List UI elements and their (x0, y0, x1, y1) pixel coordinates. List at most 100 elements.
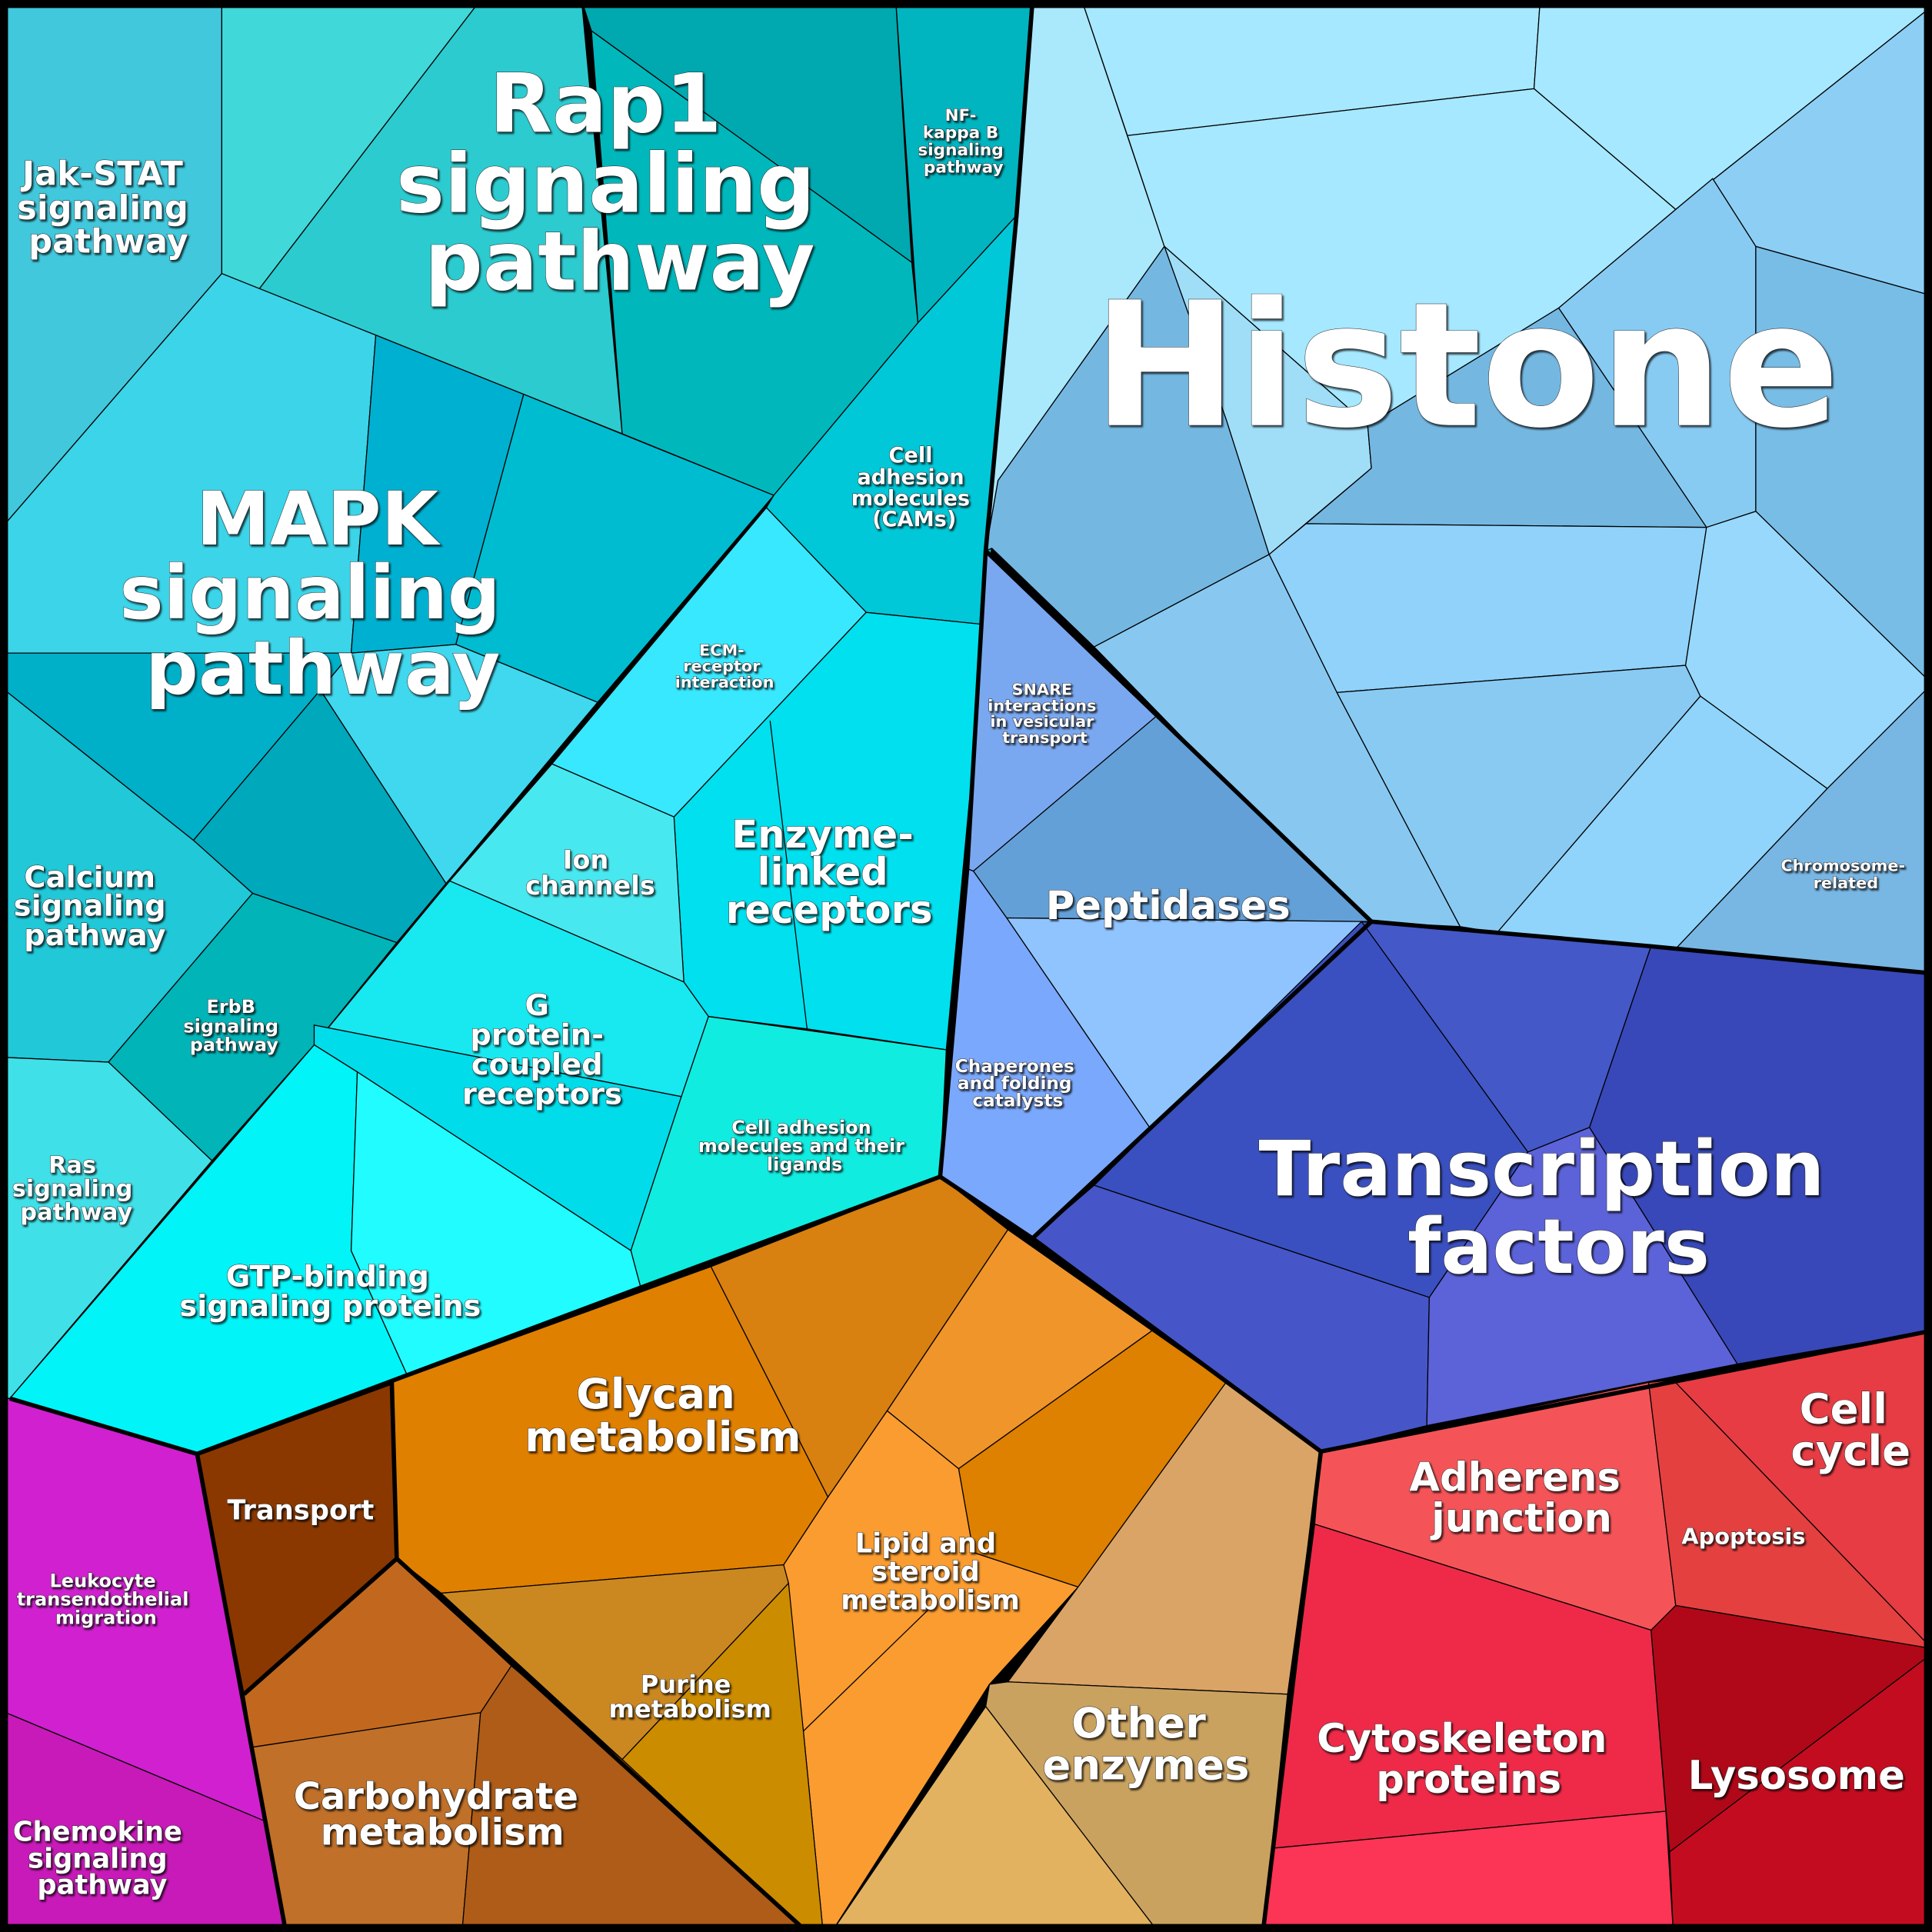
cell-lysosome-b[interactable] (1669, 1653, 1932, 1932)
label-line: Ras (48, 1152, 96, 1179)
label-line: Chaperones (955, 1056, 1074, 1077)
cell-apoptosis[interactable] (1647, 1379, 1932, 1650)
label-ecm: ECM- receptor interaction (675, 641, 774, 691)
label-ras: Ras signaling pathway (12, 1152, 141, 1226)
label-line: Jak-STAT (20, 155, 183, 193)
label-line: Ion (563, 844, 609, 874)
group-signaling (0, 0, 1034, 1455)
label-line: signaling (183, 1016, 278, 1038)
label-rap1: Rap1 signaling pathway (396, 56, 844, 308)
cell-ras[interactable] (0, 1056, 213, 1399)
label-line: enzymes (1042, 1740, 1249, 1789)
label-histone: Histone (1093, 265, 1840, 466)
label-line: steroid (871, 1556, 980, 1587)
label-line: channels (525, 871, 655, 901)
label-line: pathway (145, 625, 500, 711)
label-line: ECM- (699, 641, 744, 659)
label-chromosome: Chromosome- related (1780, 857, 1910, 892)
cell-carbohydrate-c[interactable] (461, 1665, 808, 1932)
label-line: GTP-binding (226, 1260, 429, 1294)
label-line: Adherens (1409, 1454, 1621, 1501)
label-line: Purine (641, 1670, 731, 1699)
label-purine: Purine metabolism (608, 1670, 771, 1724)
cell-histone-g[interactable] (1755, 245, 1932, 685)
label-line: pathway (24, 918, 166, 953)
cell-mapk-f[interactable] (319, 644, 599, 884)
label-line: signaling (119, 550, 500, 636)
label-line: Lipid and (855, 1528, 996, 1560)
group-protein-processing (939, 549, 1373, 1239)
label-cytoskeleton: Cytoskeleton proteins (1317, 1716, 1621, 1803)
label-apoptosis: Apoptosis (1681, 1523, 1805, 1549)
label-line: factors (1407, 1203, 1710, 1291)
cell-divider (769, 721, 808, 1029)
label-line: proteins (1376, 1757, 1561, 1803)
label-line: signaling (918, 141, 1003, 160)
label-line: Chromosome- (1780, 857, 1905, 875)
label-line: signaling (28, 1844, 168, 1875)
label-line: receptors (726, 888, 933, 932)
label-line: Carbohydrate (294, 1775, 578, 1818)
cell-tf-e[interactable] (1426, 1127, 1738, 1427)
cell-other-enzymes-c[interactable] (831, 1705, 1159, 1932)
label-line: Calcium (24, 860, 155, 894)
label-line: signaling proteins (179, 1289, 481, 1324)
label-line: kappa B (923, 123, 998, 142)
cell-chemokine[interactable] (0, 1709, 287, 1932)
label-line: pathway (190, 1034, 279, 1056)
label-line: metabolism (841, 1584, 1020, 1616)
label-line: cycle (1790, 1426, 1910, 1475)
label-chaperones: Chaperones and folding catalysts (955, 1056, 1081, 1111)
label-jak-stat: Jak-STAT signaling pathway (17, 155, 200, 261)
label-line: signaling (14, 888, 166, 923)
label-line: linked (757, 849, 888, 894)
label-line: Transcription (1258, 1125, 1824, 1214)
label-line: interactions (988, 696, 1096, 715)
cell-histone-k[interactable] (1268, 523, 1707, 694)
label-line: signaling (12, 1176, 133, 1203)
label-glycan: Glycan metabolism (525, 1369, 801, 1461)
cell-other-enzymes-b[interactable] (984, 1681, 1288, 1932)
cell-lysosome[interactable] (1651, 1604, 1932, 1854)
label-line: MAPK (196, 476, 441, 562)
label-line: Glycan (576, 1369, 735, 1418)
group-cellular (1262, 1330, 1932, 1932)
label-line: signaling (17, 189, 188, 228)
label-gpcr: G protein- coupled receptors (462, 988, 622, 1111)
label-line: protein- (470, 1018, 604, 1053)
label-nfkb: NF- kappa B signaling pathway (918, 106, 1009, 177)
label-other-enzymes: Other enzymes (1042, 1698, 1249, 1789)
label-line: junction (1430, 1495, 1612, 1541)
label-line: receptors (462, 1077, 622, 1111)
label-ion-channels: Ion channels (525, 844, 655, 901)
label-line: catalysts (972, 1091, 1063, 1111)
group-transcription (1031, 921, 1932, 1452)
label-enzyme-linked: Enzyme- linked receptors (726, 812, 933, 932)
label-carbohydrate: Carbohydrate metabolism (294, 1775, 591, 1854)
label-line: related (1814, 874, 1879, 892)
label-line: metabolism (321, 1810, 565, 1854)
cell-erbb[interactable] (108, 892, 398, 1162)
label-adherens: Adherens junction (1409, 1454, 1634, 1541)
label-line: Cell (888, 444, 932, 468)
label-cam-ligands: Cell adhesion molecules and their ligand… (698, 1117, 911, 1175)
label-transcription-factors: Transcription factors (1258, 1125, 1851, 1291)
label-line: molecules (851, 487, 970, 511)
label-line: metabolism (525, 1412, 801, 1461)
label-line: Cell adhesion (731, 1117, 871, 1138)
label-line: Chemokine (13, 1816, 182, 1847)
label-line: interaction (675, 673, 774, 691)
label-line: adhesion (857, 466, 964, 490)
label-line: pathway (924, 158, 1004, 177)
label-line: Enzyme- (731, 812, 914, 857)
label-line: transendothelial (17, 1588, 189, 1610)
cell-chromosome-related[interactable] (1674, 683, 1932, 974)
labels: Rap1 signaling pathway Jak-STAT signalin… (12, 56, 1910, 1901)
label-line: transport (1002, 728, 1088, 747)
label-cams: Cell adhesion molecules (CAMs) (851, 444, 978, 531)
label-leukocyte: Leukocyte transendothelial migration (17, 1570, 195, 1628)
label-mapk: MAPK signaling pathway (119, 476, 526, 711)
label-line: Cell (1800, 1384, 1887, 1433)
